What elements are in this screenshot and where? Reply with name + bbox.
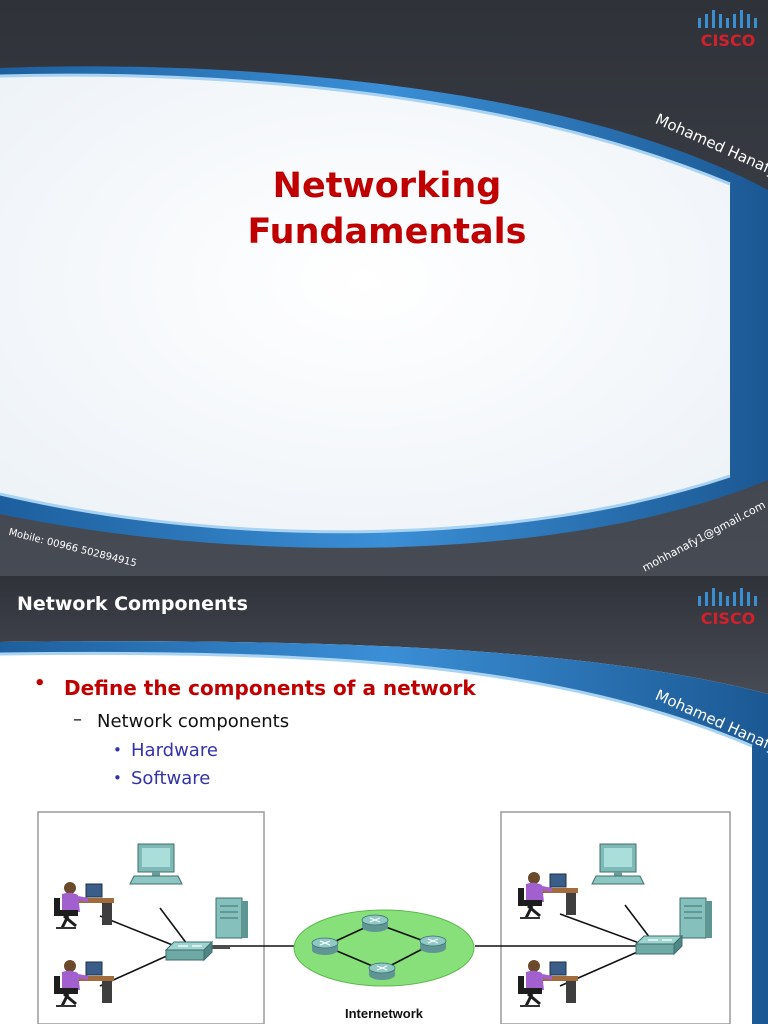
computer-icon — [129, 843, 183, 885]
router-icon — [419, 935, 447, 954]
bullet-text: Software — [131, 768, 211, 789]
router-icon — [361, 914, 389, 933]
bullet-marker: • — [113, 769, 122, 787]
dash-marker: – — [73, 709, 82, 730]
content-slide: Network Components CISCO Mohamed Hanafy … — [0, 576, 768, 1024]
server-icon — [215, 897, 249, 939]
slide-background — [0, 0, 768, 576]
switch-icon — [635, 935, 683, 955]
cisco-logo-text: CISCO — [701, 31, 756, 50]
title-slide: CISCO Networking Fundamentals Mohamed Ha… — [0, 0, 768, 576]
bullet-text: Hardware — [131, 740, 218, 761]
network-diagram: Internetwork — [37, 811, 731, 1024]
slide-title: Networking Fundamentals — [0, 163, 768, 255]
router-icon — [311, 937, 339, 956]
cisco-logo-icon: CISCO — [698, 10, 757, 50]
bullet-marker: • — [113, 741, 122, 759]
cisco-logo-text: CISCO — [701, 609, 756, 628]
switch-icon — [165, 941, 213, 961]
internetwork-cloud — [293, 909, 475, 987]
bullet-text: Define the components of a network — [64, 676, 476, 700]
computer-icon — [591, 843, 645, 885]
slide-title-line-1: Networking — [272, 166, 502, 206]
bullet-text: Network components — [97, 711, 290, 732]
bullet-marker: • — [34, 673, 46, 694]
slide-title: Network Components — [17, 593, 248, 615]
slide-title-line-2: Fundamentals — [247, 212, 527, 252]
internetwork-label: Internetwork — [345, 1006, 424, 1021]
router-icon — [368, 962, 396, 981]
cisco-logo-icon: CISCO — [698, 588, 757, 628]
server-icon — [679, 897, 713, 939]
